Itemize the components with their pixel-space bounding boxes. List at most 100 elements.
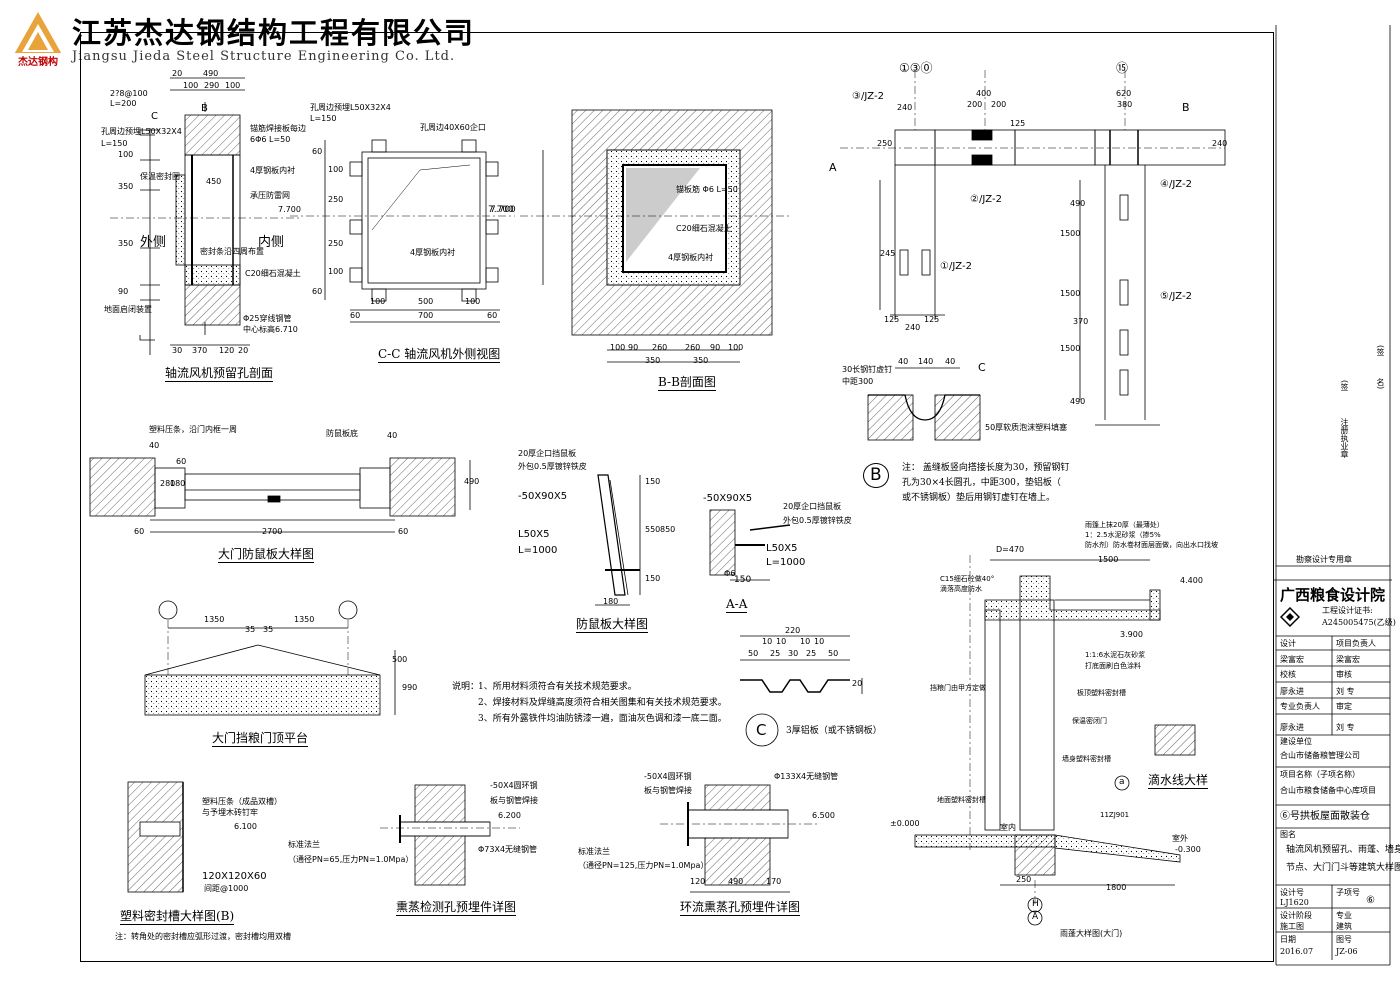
cn-label-8: 滴落高度防水 [940, 585, 982, 593]
tb-row-4-k2: 审定 [1336, 702, 1352, 711]
sg-label-4: 间距@1000 [204, 884, 249, 893]
tb-row-5-k: 廖永进 [1280, 723, 1304, 732]
rp-dim-5: 60 [134, 527, 145, 536]
fv-label-3: 4厚钢板内衬 [410, 248, 456, 257]
plan-detail-drawing [840, 70, 1226, 426]
profile-c-symbol: C [756, 721, 767, 739]
fan-label-13: 地面启闭装置 [104, 305, 152, 314]
plan-dim-0: 240 [897, 103, 913, 112]
plan-dim-7: 380 [1117, 100, 1133, 109]
pc-dim-6: 25 [770, 649, 781, 658]
pf-dim-1: 35 [245, 625, 256, 634]
fan-label-8: 保温密封圈 [140, 172, 180, 181]
bb-dim-7: 350 [693, 356, 709, 365]
rat-plate-detail-title: 防鼠板大样图 [576, 617, 649, 631]
fan-label-9: 密封条沿四周布置 [200, 247, 264, 256]
fan-label-7: 承压防雷网 [250, 191, 290, 200]
tb-row-0-k2: 项目负责人 [1336, 639, 1376, 648]
fan-dim-0: 20 [172, 69, 183, 78]
cn-label-1: 1：2.5水泥砂浆（掺5% [1085, 531, 1161, 539]
cn-label-13: 保温密闭门 [1072, 717, 1107, 725]
tb-row-5-k2: 刘 专 [1336, 723, 1355, 732]
plan-dim-18: 125 [924, 315, 940, 324]
side-label-3: (签 [1340, 380, 1349, 392]
fan-dim-8: 90 [118, 287, 129, 296]
joint-dim-2: 40 [945, 357, 956, 366]
profile-c-caption: 3厚铝板（或不锈钢板） [786, 726, 882, 736]
cn-label-22: 1800 [1106, 883, 1127, 892]
ci-label-1: 板与钢管焊接 [644, 786, 692, 795]
ft-label-1: 板与钢管焊接 [490, 796, 538, 805]
plan-dim-4: 200 [991, 100, 1007, 109]
circulation-title: 环流熏蒸孔预埋件详图 [680, 900, 801, 914]
drip-title: 滴水线大样 [1148, 773, 1209, 787]
tb-row-1-k2: 梁富宏 [1336, 655, 1360, 664]
fan-label-17: B [201, 103, 208, 114]
bb-dim-5: 100 [728, 343, 744, 352]
fan-dim-1: 490 [203, 69, 219, 78]
phase-value: 施工图 [1280, 922, 1304, 931]
tb-row-3-k: 廖永进 [1280, 687, 1304, 696]
rp-dim-6: 60 [398, 527, 409, 536]
bb-dim-1: 90 [628, 343, 639, 352]
fan-dim-2: 100 [183, 81, 199, 90]
fv-dim-7: 500 [418, 297, 434, 306]
plan-label-5: ②/JZ-2 [970, 194, 1002, 205]
fv-dim-1: 100 [328, 165, 344, 174]
ft-label-4: （通径PN=65,压力PN=1.0Mpa） [288, 855, 414, 864]
plan-dim-2: 400 [976, 89, 992, 98]
rpd-dim-2: 850 [660, 525, 676, 534]
pf-dim-4: 500 [392, 655, 408, 664]
cn-label-6: 3.900 [1120, 630, 1143, 639]
bb-label-0: 锚板筋 Φ6 L=50 [676, 185, 738, 194]
note-b-line-0: 注： 盖缝板竖向搭接长度为30，预留钢钉 [902, 463, 1070, 473]
bb-section-drawing [520, 109, 790, 363]
bb-dim-0: 100 [610, 343, 626, 352]
sheet-value: JZ-06 [1336, 947, 1358, 956]
design-no-value: LJ1620 [1280, 898, 1309, 907]
pc-dim-8: 25 [806, 649, 817, 658]
cn-label-23: H [1032, 899, 1039, 909]
rat-plate-title: 大门防鼠板大样图 [218, 547, 315, 561]
sheet-label: 图号 [1336, 935, 1352, 944]
plan-dim-13: 370 [1073, 317, 1089, 326]
ft-label-3: 标准法兰 [288, 840, 320, 849]
fan-label-4: 锚筋焊接板每边 [250, 124, 306, 133]
cn-label-18: 室外 [1172, 834, 1188, 843]
fumigation-test-drawing [380, 784, 520, 886]
fan-section-drawing [110, 77, 300, 355]
project-value: 合山市粮食储备中心库项目 [1280, 786, 1376, 795]
aa-label-0: -50X90X5 [703, 493, 753, 504]
cn-label-20: 11ZJ901 [1100, 811, 1130, 819]
platform-title: 大门挡粮门顶平台 [212, 731, 309, 745]
bb-dim-2: 260 [652, 343, 668, 352]
fv-label-2: 孔周边40X60企口 [420, 123, 486, 132]
rp-dim-8: 490 [464, 477, 480, 486]
plan-dim-10: 245 [880, 249, 896, 258]
company-name-cn: 江苏杰达钢结构工程有限公司 [72, 16, 476, 50]
sg-label-2: 6.100 [234, 822, 257, 831]
rpd-label-4: L=1000 [518, 545, 558, 556]
fv-dim-3: 250 [328, 239, 344, 248]
fan-label-2: 孔周边预埋L50X32X4 [101, 127, 182, 136]
bb-dim-4: 90 [710, 343, 721, 352]
project-label: 项目名称（子项名称） [1280, 770, 1360, 779]
sg-label-0: 塑料压条（成品双槽） [202, 797, 282, 806]
cn-label-9: 1:1:6水泥石灰砂浆 [1085, 651, 1146, 659]
client-value: 合山市储备粮管理公司 [1280, 751, 1360, 760]
fan-label-1: L=200 [110, 99, 137, 108]
stamp-label: 勘察设计专用章 [1296, 555, 1352, 564]
rp-label-1: 防鼠板底 [326, 429, 358, 438]
pc-dim-9: 50 [828, 649, 839, 658]
ci-label-5: （通径PN=125,压力PN=1.0Mpa） [578, 861, 709, 870]
sg-label-1: 与予埋木砖钉牢 [202, 808, 258, 817]
tb-row-3-k2: 刘 专 [1336, 687, 1355, 696]
fan-label-11: Φ25穿线钢管 [243, 314, 292, 323]
pc-dim-1: 10 [762, 637, 773, 646]
cn-label-11: 板顶塑料密封槽 [1077, 689, 1126, 697]
pf-dim-2: 35 [263, 625, 274, 634]
plan-dim-16: 125 [884, 315, 900, 324]
fv-label-1: L=150 [310, 114, 337, 123]
fan-dim-3: 290 [204, 81, 220, 90]
pc-dim-3: 10 [800, 637, 811, 646]
